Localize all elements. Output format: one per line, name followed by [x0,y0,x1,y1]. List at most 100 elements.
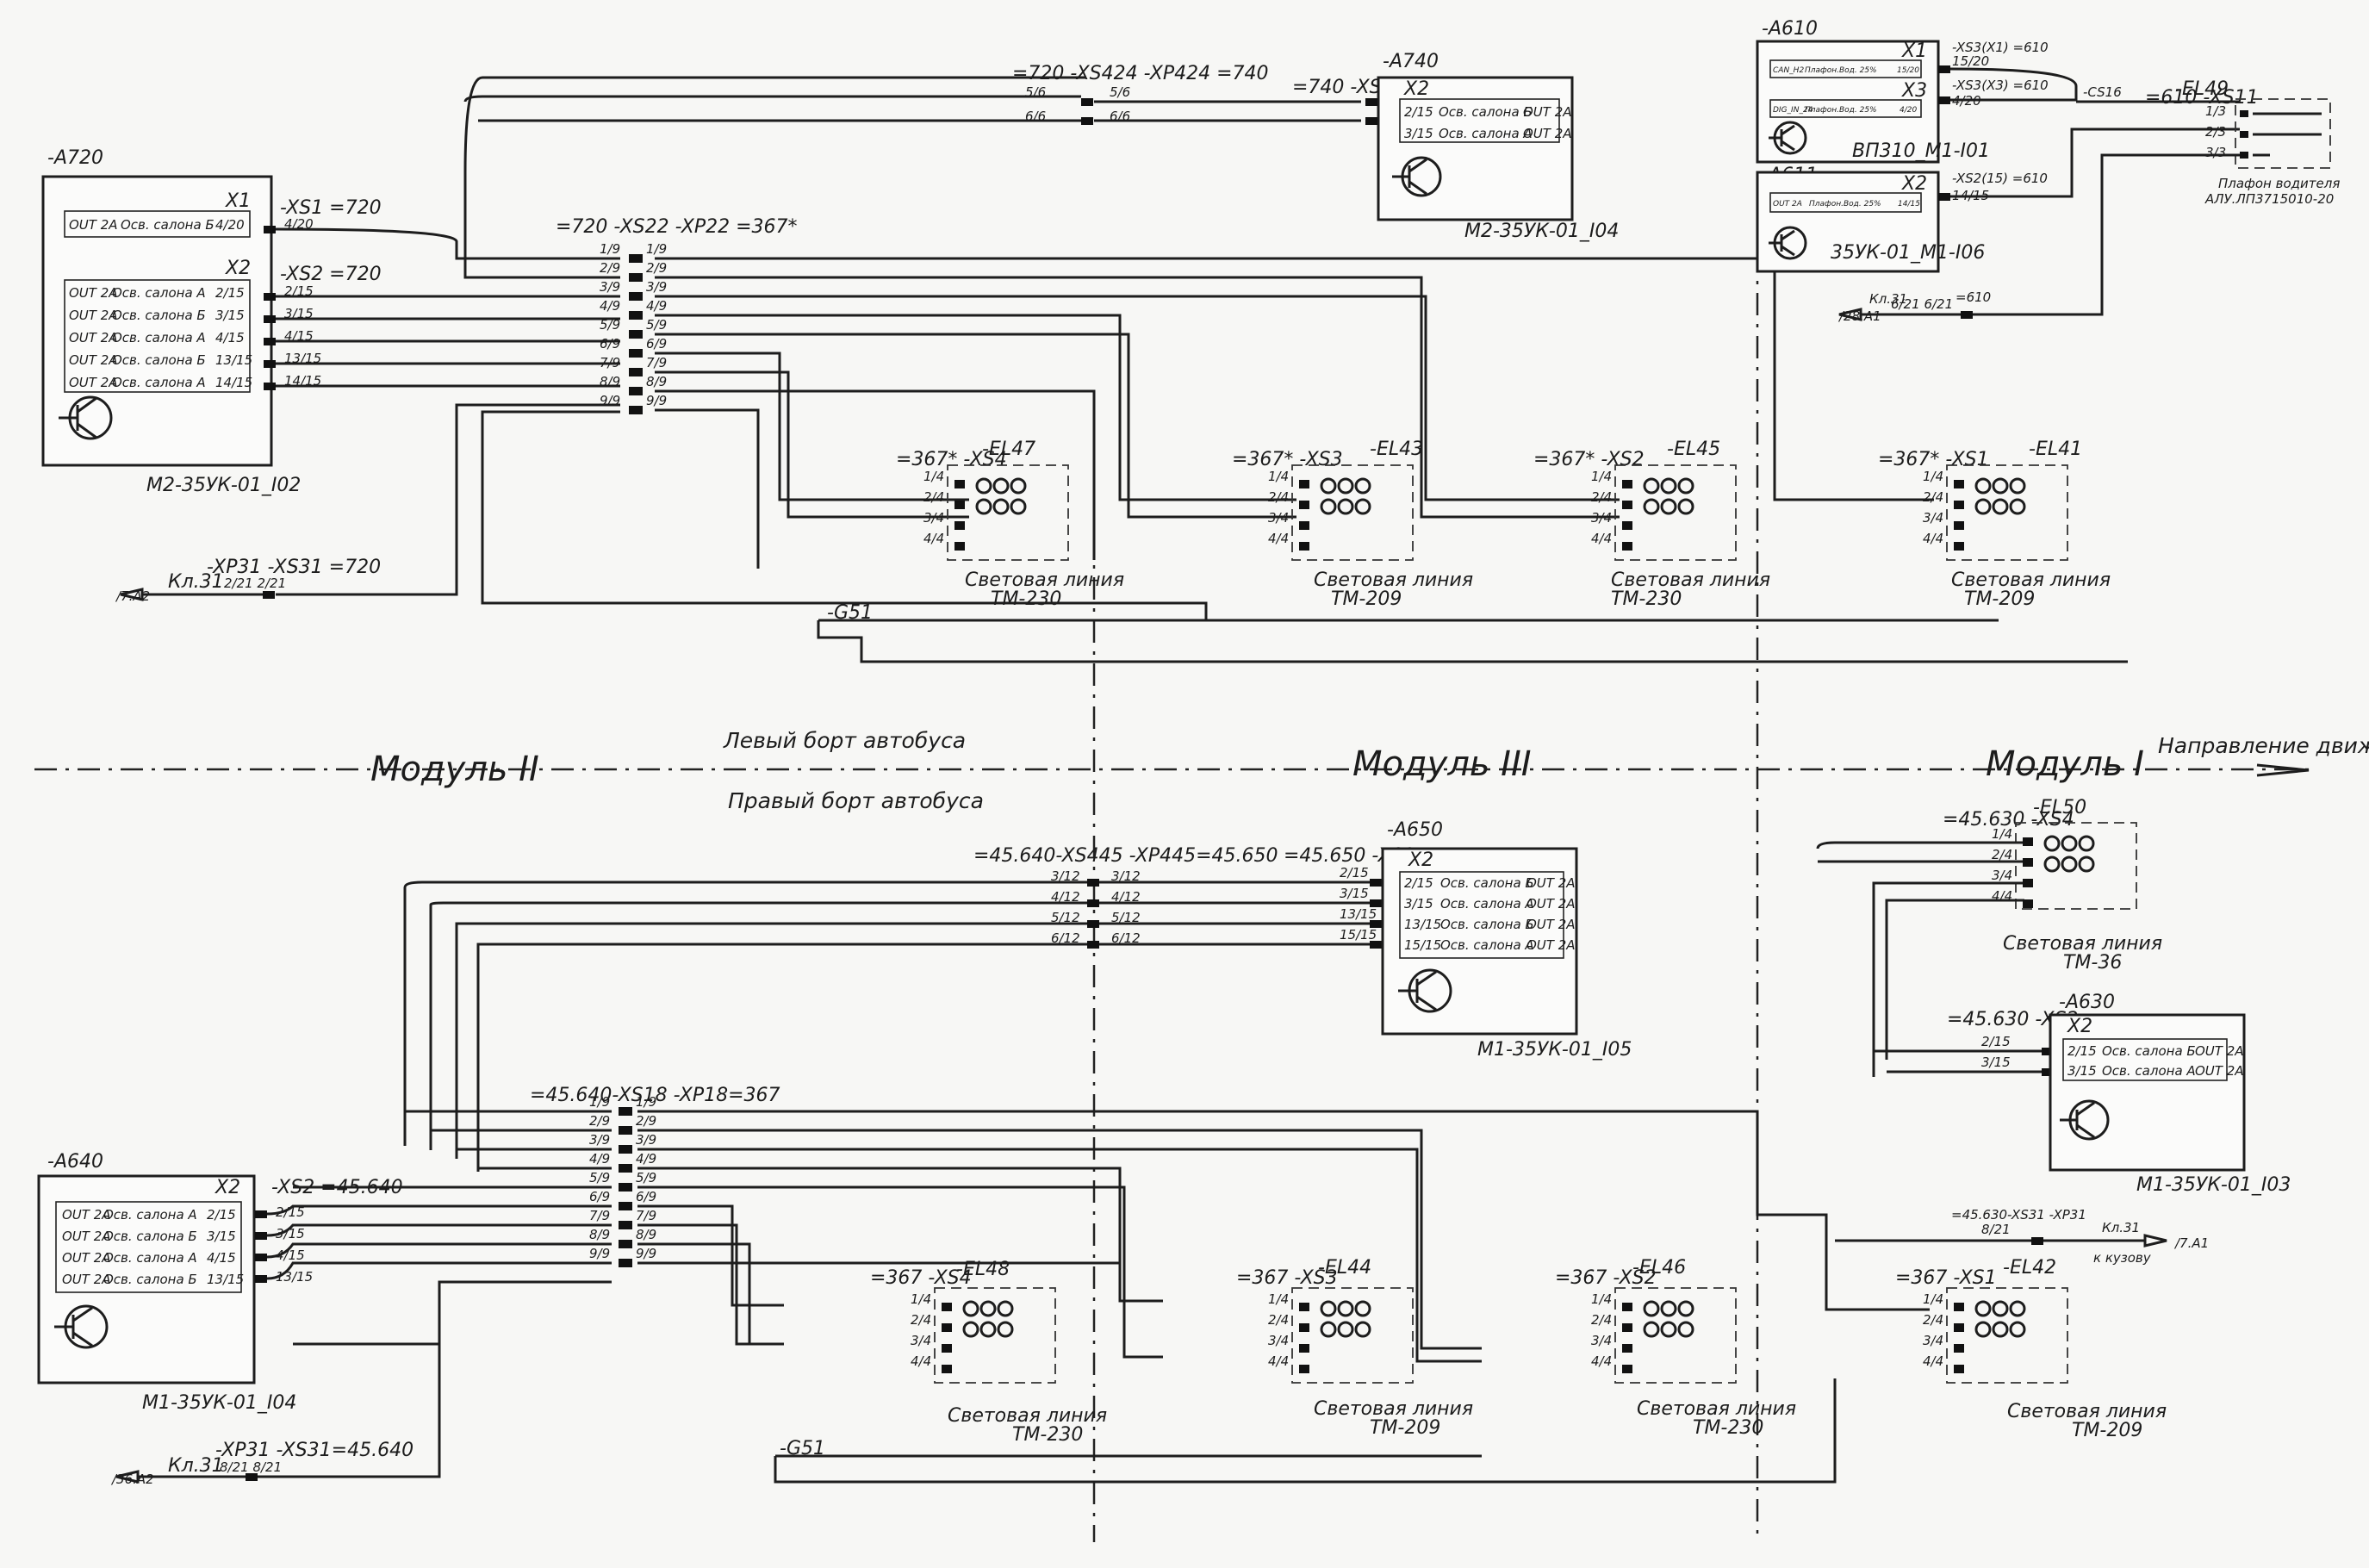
a611-cell: 14/15 [1898,200,1920,208]
connector-pin [619,1164,632,1173]
connector-pin-label: 8/9 [636,1227,656,1242]
a611-xs-label: -XS2(15) =610 [1952,171,2048,186]
a740-cell: 2/15 [1404,104,1433,120]
lamp-pin-label: 4/4 [1591,1353,1612,1369]
a630-pin: 2/15 [1981,1034,2011,1049]
upper-lamps: =367* -XS4 -EL47 Световая линия TM-230 1… [827,439,2111,624]
connector-pin-label: 6/9 [646,336,667,352]
el50-name: Световая линия [2003,933,2162,955]
bulb-icon [992,498,1010,515]
xp445-pin: 5/12 [1111,910,1141,925]
connector-pin [629,387,643,395]
lamp-pin-label: 1/4 [1923,469,1943,484]
a720-x2-cell: Осв. салона А [112,330,206,345]
lamp-pin [1954,501,1964,509]
lamp-pin [954,542,965,551]
a720-x2-cell: Осв. салона Б [112,352,206,368]
xp31-lower-pins: 8/21 8/21 [220,1459,282,1475]
bulb-icon [1992,1321,2009,1338]
a611-box [1756,171,1940,273]
a720-x2-table [64,279,251,393]
a740-model: M2-35УК-01_I04 [1464,221,1619,242]
connector-pin [619,1126,632,1135]
lamp-pin-label: 2/4 [1923,1312,1943,1328]
bulb-icon [1974,1321,1992,1338]
xp31-lower: -XP31 -XS31=45.640 8/21 8/21 Кл.31 /36.A… [110,1282,441,1487]
lamp-pin [954,501,965,509]
lamp-pin-label: 2/4 [911,1312,931,1328]
a720-x1-cell: 4/20 [215,217,245,233]
kl31-lower-label: =45.630-XS31 -XP31 [1951,1207,2086,1223]
wires-a720-xs22 [275,76,1999,622]
a640-cell: 4/15 [207,1250,236,1266]
lamp-pin [1954,1344,1964,1353]
a720-x2-cell: Осв. салона А [112,375,206,390]
connector-pin-label: 9/9 [646,393,667,408]
block-a650: =45.640-XS445 -XP445=45.650 3/12 4/12 5/… [403,819,1632,1172]
connector-pin [629,311,643,320]
xp31-upper-label: -XP31 -XS31 =720 [207,557,381,578]
bulb-icon [1320,1321,1337,1338]
lamp-ref: -EL44 [1318,1257,1371,1279]
lamp-pin-label: 2/4 [1268,489,1289,505]
bulb-icon [1354,1300,1371,1317]
a720-ref: -A720 [47,147,103,169]
lamp-pin-label: 2/4 [1591,1312,1612,1328]
lamp-pin [942,1323,952,1332]
lamp-pin [2023,837,2033,846]
lamp-pin-label: 2/4 [1268,1312,1289,1328]
bulb-icon [975,498,992,515]
lamp-pin [1622,542,1632,551]
lamp-type: TM-230 [1611,588,1682,610]
connector-pin-label: 4/9 [636,1151,656,1167]
lamp-pin-label: 1/4 [1268,469,1289,484]
a611-table [1769,192,1922,213]
lamp-connector-label: =367 -XS4 [870,1267,972,1289]
lamp-pin-label: 3/4 [1591,1333,1612,1348]
a630-table [2062,1038,2228,1081]
connector-pin-label: 7/9 [600,355,620,370]
lamp-connector-label: =367* -XS4 [896,449,1007,470]
a610-box [1756,40,1940,164]
lamp-pin [1954,521,1964,530]
a650-cell: Осв. салона Б [1440,875,1534,891]
connector-pin-label: 2/9 [600,260,620,276]
wires-xs22-lamps [655,257,2128,663]
lamp-pin [942,1303,952,1311]
a650-pin: 15/15 [1340,927,1377,943]
transistor-icon [1392,156,1442,197]
bulb-icon [1320,1300,1337,1317]
bulb-icon [1337,1300,1354,1317]
a611-cell: Плафон.Вод. 25% [1809,200,1881,208]
kl31-upper: =610 6/21 6/21 Кл.31 /28.A1 [1837,289,1991,324]
direction-label: Направление движения [2158,733,2369,758]
lamp-name: Световая линия [1314,569,1473,591]
lamp-pin [1299,1365,1309,1373]
module-2-label: Модуль II [370,750,539,789]
lamp-ref: -EL47 [982,439,1035,460]
xp445-pin: 3/12 [1051,868,1080,884]
el49-ref: -EL49 [2175,78,2229,100]
a720-x2-label: X2 [225,258,251,279]
el50-connector-label: =45.630 -XS4 [1943,809,2074,831]
connector-pin-label: 7/9 [589,1208,610,1223]
a650-ref: -A650 [1387,819,1443,841]
a720-x2-cell: OUT 2A [69,330,118,345]
lamp-pin-label: 3/4 [923,510,944,526]
bulb-icon [1010,498,1027,515]
a650-cell: Осв. салона Б [1440,917,1534,932]
a720-xs1-pin: 4/20 [284,216,314,232]
a720-x2-cell: OUT 2A [69,375,118,390]
a630-pin: 3/15 [1981,1055,2011,1070]
bulb-icon [979,1300,997,1317]
connector-pin-label: 5/9 [600,317,620,333]
lamp-connector-label: =367* -XS1 [1878,449,1989,470]
connector-pin-label: 7/9 [636,1208,656,1223]
bulb-icon [2078,856,2095,873]
lamp-pin [1622,1344,1632,1353]
a610-xs-pin: 15/20 [1952,53,1989,69]
a630-cell: Осв. салона Б [2102,1043,2196,1059]
kl31-lower: =45.630-XS31 -XP31 8/21 Кл.31 /7.A1 к ку… [1835,1207,2209,1266]
xp31-upper: -XP31 -XS31 =720 2/21 2/21 Кл.31 /7.A2 [115,403,620,604]
